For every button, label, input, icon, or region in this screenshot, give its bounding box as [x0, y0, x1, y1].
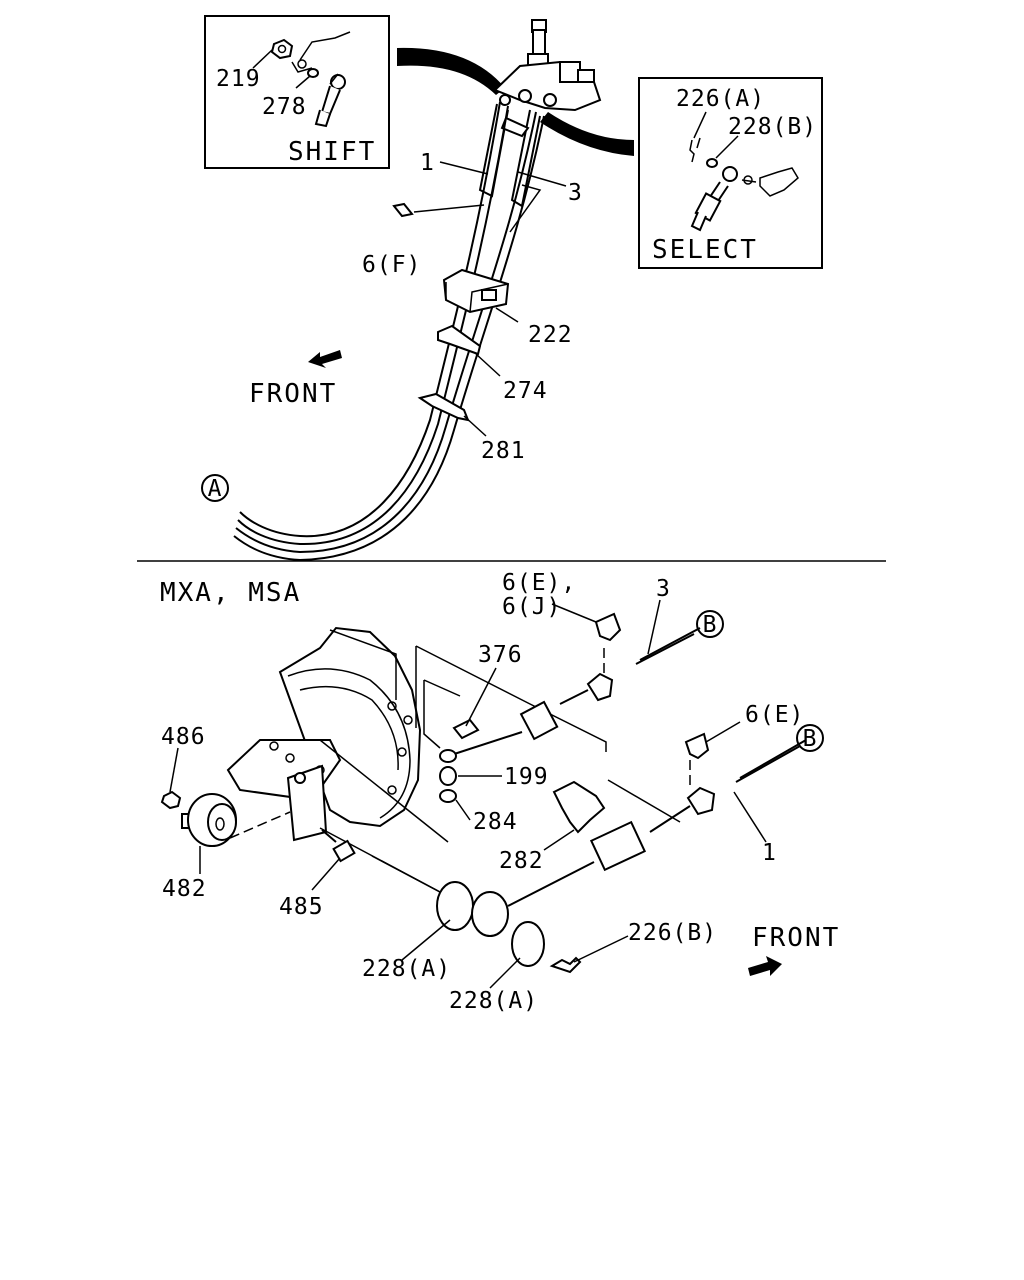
callout-485: 485	[279, 894, 324, 920]
clip-6f	[392, 202, 414, 218]
select-inset: 226(A) 228(B) SELECT	[638, 77, 823, 269]
select-pointer-band	[540, 112, 634, 156]
clip-226b	[549, 956, 582, 974]
callout-6e: 6(E)	[745, 702, 804, 728]
select-cable-3	[447, 627, 701, 757]
callout-6e-6j-b: 6(J)	[502, 594, 561, 620]
callout-226b: 226(B)	[628, 920, 717, 946]
shift-cable-1	[507, 739, 807, 907]
shift-lever-assembly	[478, 19, 602, 233]
bolt-485	[321, 829, 356, 863]
damper-482	[181, 793, 237, 847]
select-inset-title: SELECT	[652, 235, 758, 265]
projection-lines	[229, 645, 691, 893]
ref-circle-a: A	[201, 474, 229, 502]
model-label: MXA, MSA	[160, 578, 301, 608]
callout-6f: 6(F)	[362, 252, 421, 278]
shift-inset-title: SHIFT	[288, 137, 376, 167]
callout-3-top: 3	[568, 180, 583, 206]
callout-228b: 228(B)	[728, 114, 817, 140]
callout-219: 219	[216, 66, 261, 92]
callout-1-bottom: 1	[762, 840, 777, 866]
callout-486: 486	[161, 724, 206, 750]
clip-6e	[684, 732, 710, 760]
svg-text:A: A	[208, 476, 223, 502]
callout-284: 284	[473, 809, 518, 835]
callout-222: 222	[528, 322, 573, 348]
shift-inset: 219 278 SHIFT	[204, 15, 390, 169]
ref-circle-b-1: B	[696, 610, 724, 638]
washer-284	[439, 789, 457, 803]
grommet-center	[471, 891, 509, 937]
callout-3-bottom: 3	[656, 576, 671, 602]
callout-482: 482	[162, 876, 207, 902]
grommet-228a-left	[436, 881, 474, 931]
callout-226a: 226(A)	[676, 86, 765, 112]
transmission-housing	[226, 626, 422, 842]
shift-cable-bundle	[233, 101, 545, 562]
cable-clamp-274	[437, 324, 482, 356]
callout-376: 376	[478, 642, 523, 668]
nut-486	[160, 790, 182, 810]
svg-text:B: B	[803, 726, 818, 752]
front-arrow-bottom: FRONT	[748, 923, 840, 976]
callout-228a-left: 228(A)	[362, 956, 451, 982]
svg-text:FRONT: FRONT	[752, 923, 840, 953]
clip-6e-6j	[594, 612, 622, 642]
svg-text:FRONT: FRONT	[249, 379, 337, 409]
svg-text:B: B	[703, 612, 718, 638]
grommet-228a-right	[511, 921, 545, 967]
callout-281: 281	[481, 438, 526, 464]
washer-upper	[439, 749, 457, 763]
clip-376	[452, 718, 480, 740]
shift-pointer-band	[397, 47, 505, 95]
callout-282: 282	[499, 848, 544, 874]
front-arrow-top: FRONT	[249, 350, 342, 409]
callout-6e-6j-a: 6(E),	[502, 570, 576, 596]
callout-1-top: 1	[420, 150, 435, 176]
bushing-199	[439, 766, 457, 786]
callout-199: 199	[504, 764, 549, 790]
cable-bracket-222	[442, 268, 510, 314]
ref-circle-b-2: B	[796, 724, 824, 752]
callout-228a-right: 228(A)	[449, 988, 538, 1014]
callout-274: 274	[503, 378, 548, 404]
bracket-282	[552, 780, 606, 834]
callout-278: 278	[262, 94, 307, 120]
